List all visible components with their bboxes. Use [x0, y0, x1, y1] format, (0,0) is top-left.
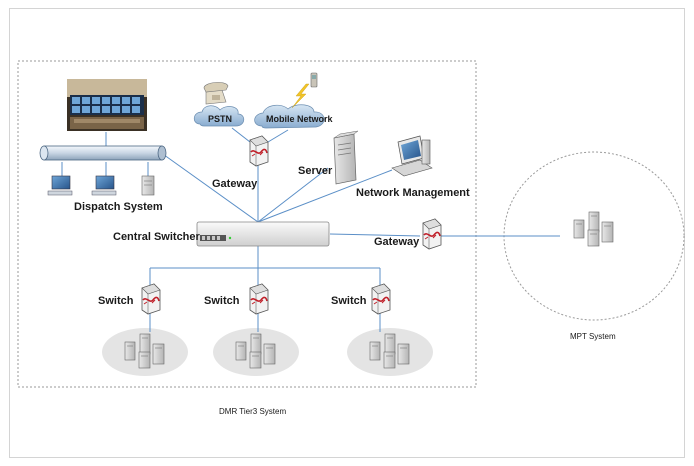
gateway-right-router-icon: [422, 218, 442, 250]
switch-1-icon: [141, 283, 161, 315]
link-gw-right: [329, 233, 421, 237]
network-management-label: Network Management: [356, 187, 470, 199]
mobile-network-label: Mobile Network: [266, 114, 334, 124]
pstn-label: PSTN: [208, 114, 232, 124]
link-mobile-gw: [267, 129, 289, 143]
link-netmgmt: [257, 169, 393, 223]
mobile-network-cloud: [254, 104, 325, 129]
link-pstn-gw: [231, 127, 251, 143]
switch-3-label: Switch: [331, 295, 367, 307]
gateway-top-label: Gateway: [212, 178, 258, 190]
server-label: Server: [298, 165, 333, 177]
video-wall-image: [67, 79, 147, 131]
diagram-frame: [9, 8, 685, 458]
dispatch-system-label: Dispatch System: [74, 201, 163, 213]
switch-3-icon: [371, 283, 391, 315]
server-tower-icon: [333, 130, 359, 185]
dispatch-server-icon: [141, 175, 155, 196]
mobile-phone-icon: [310, 72, 318, 88]
network-management-computer-icon: [391, 135, 433, 177]
dispatch-bus: [39, 145, 167, 161]
connection-lines: [61, 127, 560, 332]
link-dispatch: [159, 151, 259, 223]
link-server: [257, 167, 329, 223]
dispatch-pc-icon-2: [91, 175, 117, 196]
gateway-top-router-icon: [249, 135, 269, 167]
telephone-icon: [203, 82, 229, 105]
mpt-server-cluster-icon: [573, 211, 614, 247]
switch-1-label: Switch: [98, 295, 134, 307]
lightning-icon: [291, 83, 310, 109]
switch-2-icon: [249, 283, 269, 315]
dispatch-pc-icon-1: [47, 175, 73, 196]
central-switcher-label: Central Switcher: [113, 231, 201, 243]
switch-2-label: Switch: [204, 295, 240, 307]
dmr-system-label: DMR Tier3 System: [219, 407, 286, 416]
gateway-right-label: Gateway: [374, 236, 420, 248]
mpt-system-label: MPT System: [570, 332, 616, 341]
central-switcher-icon: [196, 221, 330, 247]
pstn-cloud: [193, 105, 245, 127]
dmr-system-boundary: [17, 60, 477, 388]
